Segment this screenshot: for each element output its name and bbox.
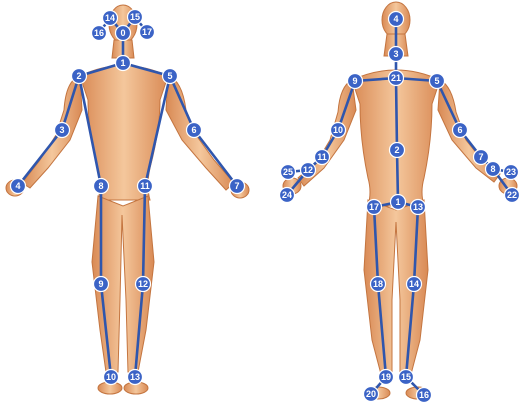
keypoint-17: 17 [140,25,155,40]
keypoint-label: 24 [282,190,292,200]
keypoint-label: 12 [138,279,148,289]
keypoint-0: 0 [116,26,131,41]
keypoint-15: 15 [128,10,143,25]
keypoint-7: 7 [474,150,489,165]
keypoint-2: 2 [390,143,405,158]
keypoint-9: 9 [94,277,109,292]
keypoint-label: 17 [142,27,152,37]
keypoint-18: 18 [371,277,386,292]
keypoint-4: 4 [389,12,404,27]
keypoint-3: 3 [55,123,70,138]
keypoint-9: 9 [348,74,363,89]
keypoint-5: 5 [430,74,445,89]
keypoint-label: 5 [434,76,439,86]
keypoint-7: 7 [230,179,245,194]
keypoint-25: 25 [281,165,296,180]
keypoint-label: 17 [369,202,379,212]
keypoint-13: 13 [128,370,143,385]
keypoint-21: 21 [389,71,404,86]
keypoint-1: 1 [116,56,131,71]
keypoint-6: 6 [453,123,468,138]
keypoint-16: 16 [417,388,432,403]
keypoint-label: 20 [366,389,376,399]
keypoint-label: 14 [409,279,419,289]
keypoint-label: 10 [106,372,116,382]
keypoint-10: 10 [104,370,119,385]
keypoint-label: 7 [478,152,483,162]
keypoint-label: 13 [130,372,140,382]
keypoint-label: 15 [401,372,411,382]
keypoint-label: 10 [333,125,343,135]
keypoint-8: 8 [94,179,109,194]
keypoint-2: 2 [72,69,87,84]
keypoint-label: 5 [167,71,172,81]
keypoint-20: 20 [364,387,379,402]
keypoint-label: 8 [98,181,103,191]
keypoint-label: 22 [507,190,517,200]
keypoint-label: 8 [490,164,495,174]
keypoint-label: 11 [317,152,327,162]
keypoint-label: 9 [98,279,103,289]
keypoint-nodes: 0123456789101112131415161712345678910111… [11,10,520,403]
keypoint-3: 3 [389,47,404,62]
keypoint-label: 12 [303,165,313,175]
keypoint-label: 11 [140,181,150,191]
keypoint-17: 17 [367,200,382,215]
keypoint-10: 10 [331,123,346,138]
keypoint-15: 15 [399,370,414,385]
keypoint-label: 19 [381,372,391,382]
keypoint-6: 6 [187,123,202,138]
keypoint-label: 14 [105,13,115,23]
keypoint-label: 23 [506,167,516,177]
keypoint-label: 6 [191,125,196,135]
keypoint-8: 8 [486,162,501,177]
keypoint-label: 13 [413,202,423,212]
keypoint-label: 1 [120,58,125,68]
keypoint-label: 6 [457,125,462,135]
keypoint-label: 16 [419,390,429,400]
keypoint-12: 12 [301,163,316,178]
keypoint-label: 16 [94,28,104,38]
keypoint-1: 1 [391,195,406,210]
keypoint-label: 2 [76,71,81,81]
keypoint-24: 24 [280,188,295,203]
keypoint-label: 0 [120,28,125,38]
keypoint-label: 3 [393,49,398,59]
keypoint-label: 4 [393,14,398,24]
keypoint-4: 4 [11,179,26,194]
keypoint-label: 18 [373,279,383,289]
keypoint-12: 12 [136,277,151,292]
keypoint-16: 16 [92,26,107,41]
keypoint-19: 19 [379,370,394,385]
keypoint-11: 11 [315,150,330,165]
keypoint-23: 23 [504,165,519,180]
keypoint-5: 5 [163,69,178,84]
skeleton-edge-21-2 [396,78,397,150]
keypoint-label: 1 [395,197,400,207]
keypoint-label: 25 [283,167,293,177]
keypoint-label: 3 [59,125,64,135]
keypoint-label: 4 [15,181,20,191]
keypoint-14: 14 [407,277,422,292]
keypoint-11: 11 [138,179,153,194]
keypoint-label: 7 [234,181,239,191]
keypoint-label: 9 [352,76,357,86]
keypoint-label: 21 [391,73,401,83]
keypoint-label: 15 [130,12,140,22]
keypoint-label: 2 [394,145,399,155]
keypoint-22: 22 [505,188,520,203]
keypoint-14: 14 [103,11,118,26]
keypoint-13: 13 [411,200,426,215]
